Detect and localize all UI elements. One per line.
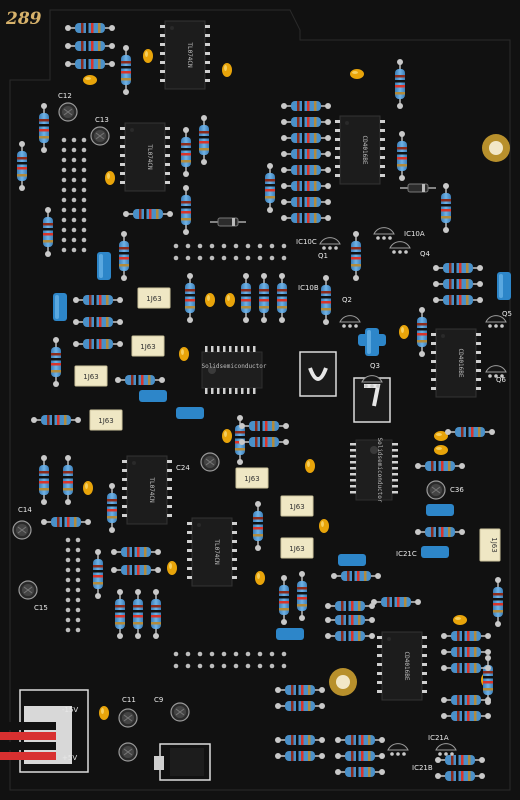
elec-cap-c12 bbox=[58, 102, 78, 122]
svg-text:1J63: 1J63 bbox=[244, 475, 259, 483]
label-ic21c: IC21C bbox=[396, 550, 417, 558]
elec-cap-c14 bbox=[12, 520, 32, 540]
svg-text:TL074CN: TL074CN bbox=[146, 144, 153, 170]
label-q3: Q3 bbox=[370, 362, 380, 370]
ic-mid-center: TL074CN bbox=[186, 517, 238, 587]
label-ic10c: IC10C bbox=[296, 238, 317, 246]
power-connector bbox=[0, 689, 89, 773]
svg-text:CD4016BE: CD4016BE bbox=[457, 349, 464, 378]
label-neg15v: -15V bbox=[62, 706, 78, 714]
svg-text:Solidsemiconductor: Solidsemiconductor bbox=[376, 437, 383, 502]
elec-cap-c9 bbox=[170, 702, 190, 722]
elec-cap-c13 bbox=[90, 126, 110, 146]
transistor-q2 bbox=[339, 315, 361, 329]
voltage-regulator bbox=[154, 743, 211, 781]
svg-text:1J63: 1J63 bbox=[289, 503, 304, 511]
label-c14: C14 bbox=[18, 506, 32, 514]
label-ic21b: IC21B bbox=[412, 764, 433, 772]
ic-smd-left: Solidsemiconductor bbox=[201, 345, 267, 395]
elec-cap-c15 bbox=[18, 580, 38, 600]
label-c24: C24 bbox=[176, 464, 190, 472]
transistor-ic21b bbox=[387, 743, 409, 757]
svg-text:1J63: 1J63 bbox=[140, 343, 155, 351]
label-c12: C12 bbox=[58, 92, 72, 100]
label-q5: Q5 bbox=[502, 310, 512, 318]
elec-cap-power bbox=[118, 742, 138, 762]
svg-text:1J63: 1J63 bbox=[146, 295, 161, 303]
ic-smd-right: Solidsemiconductor bbox=[349, 437, 399, 503]
diodes bbox=[209, 183, 437, 227]
film-cap-4: 1J63 bbox=[89, 409, 123, 431]
label-q4: Q4 bbox=[420, 250, 431, 258]
label-ic10a: IC10A bbox=[404, 230, 425, 238]
elec-cap-c11 bbox=[118, 708, 138, 728]
board-number: 289 bbox=[5, 9, 42, 29]
pad-row-top bbox=[173, 243, 287, 261]
label-c15: C15 bbox=[34, 604, 48, 612]
film-cap-3: 1J63 bbox=[74, 365, 108, 387]
ic-right-mid: CD4016BE bbox=[430, 328, 482, 398]
ic-top: TL074CN bbox=[159, 20, 211, 90]
label-ic10b: IC10B bbox=[298, 284, 319, 292]
label-pos5v: +5V bbox=[62, 754, 77, 762]
svg-text:Solidsemiconductor: Solidsemiconductor bbox=[201, 363, 266, 370]
svg-text:1J63: 1J63 bbox=[98, 417, 113, 425]
svg-text:TL074CN: TL074CN bbox=[148, 477, 155, 503]
svg-text:CD4016BE: CD4016BE bbox=[361, 136, 368, 165]
label-q2: Q2 bbox=[342, 296, 352, 304]
svg-text:1J63: 1J63 bbox=[289, 545, 304, 553]
film-cap-8: 1J63 bbox=[479, 528, 501, 562]
elec-cap-c24 bbox=[200, 452, 220, 472]
label-c13: C13 bbox=[95, 116, 109, 124]
ic-right-low: CD4016BE bbox=[376, 631, 428, 701]
mounting-hole-bottom bbox=[329, 668, 357, 696]
ic-mid-left: TL074CN bbox=[121, 455, 173, 525]
ic-socket-8pin-left bbox=[299, 351, 337, 397]
transistor-q3 bbox=[361, 375, 383, 389]
elec-cap-c36 bbox=[426, 480, 446, 500]
svg-text:1J63: 1J63 bbox=[490, 537, 498, 552]
ic-left: TL074CN bbox=[119, 122, 171, 192]
transistor-ic10a bbox=[373, 227, 395, 241]
pad-matrix-left-bottom bbox=[65, 537, 81, 633]
film-cap-2: 1J63 bbox=[131, 335, 165, 357]
label-q1: Q1 bbox=[318, 252, 328, 260]
label-q6: Q6 bbox=[496, 376, 507, 384]
transistor-q1 bbox=[319, 237, 341, 251]
pad-row-bottom bbox=[173, 651, 287, 669]
ic-right-top: CD4016BE bbox=[334, 115, 386, 185]
film-cap-7: 1J63 bbox=[280, 537, 314, 559]
pad-matrix-left bbox=[61, 137, 87, 253]
film-cap-6: 1J63 bbox=[280, 495, 314, 517]
svg-text:TL074CN: TL074CN bbox=[186, 42, 193, 68]
svg-text:1J63: 1J63 bbox=[83, 373, 98, 381]
transistor-q4 bbox=[389, 241, 411, 255]
label-ic21a: IC21A bbox=[428, 734, 449, 742]
film-cap-5: 1J63 bbox=[235, 467, 269, 489]
label-c36: C36 bbox=[450, 486, 464, 494]
svg-text:TL074CN: TL074CN bbox=[213, 539, 220, 565]
mounting-hole-top bbox=[482, 134, 510, 162]
film-cap-1: 1J63 bbox=[137, 287, 171, 309]
label-c9: C9 bbox=[154, 696, 163, 704]
transistor-ic21a bbox=[435, 743, 457, 757]
label-c11: C11 bbox=[122, 696, 136, 704]
svg-text:CD4016BE: CD4016BE bbox=[403, 652, 410, 681]
